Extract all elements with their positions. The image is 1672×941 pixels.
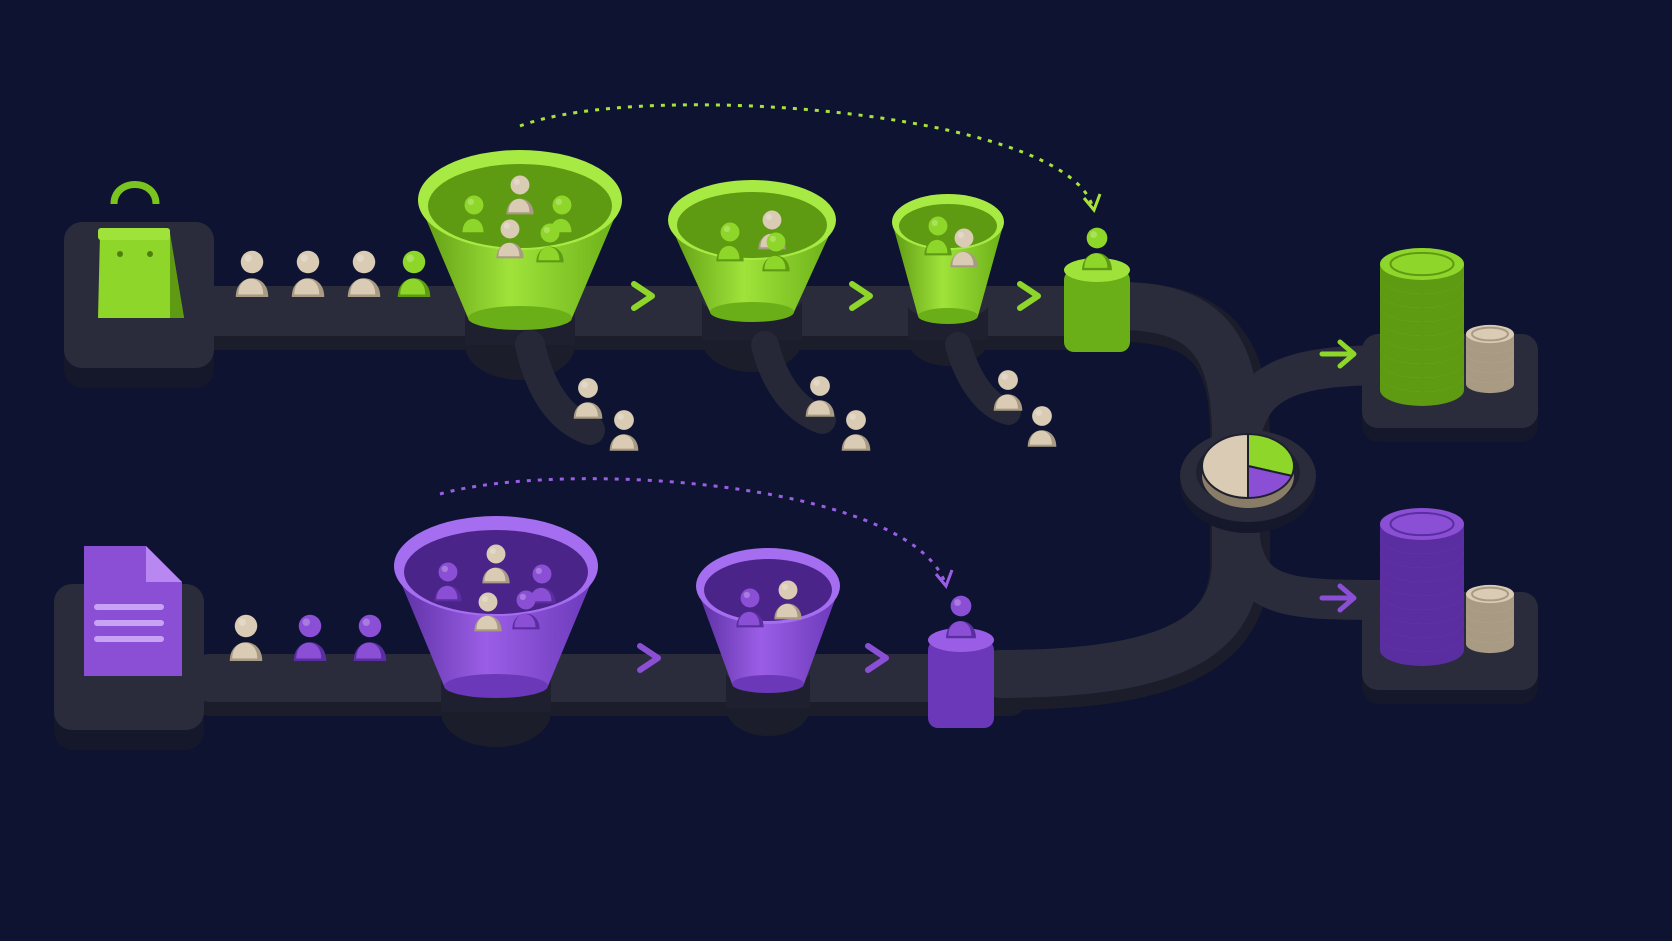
purple-loop-arrowhead xyxy=(934,569,954,589)
chevron-right-icon xyxy=(1017,281,1041,311)
people-layer xyxy=(229,227,1112,661)
green-loop-arrowhead xyxy=(1082,193,1102,213)
person-figure-icon xyxy=(347,250,381,297)
person-figure-icon xyxy=(460,195,488,235)
person-figure-icon xyxy=(397,250,431,297)
person-figure-icon xyxy=(496,219,524,259)
green-dropoff-chute-1 xyxy=(515,330,605,445)
coin-stack-icon xyxy=(1466,324,1514,394)
green-track-top xyxy=(200,286,1130,336)
pie-chart-icon xyxy=(1201,432,1295,508)
chevron-right-icon xyxy=(865,643,889,673)
green-loop-arrow xyxy=(519,103,1094,206)
person-figure-icon xyxy=(946,595,976,639)
person-figure-icon xyxy=(805,376,835,417)
person-figure-icon xyxy=(609,410,639,451)
person-figure-icon xyxy=(573,378,603,419)
person-figure-icon xyxy=(229,614,263,661)
person-figure-icon xyxy=(291,250,325,297)
pie-slice-neutral xyxy=(1201,432,1249,500)
person-figure-icon xyxy=(841,410,871,451)
person-figure-icon xyxy=(1082,227,1112,271)
person-figure-icon xyxy=(434,562,462,602)
purple-merge-curve xyxy=(976,476,1260,698)
chevron-right-icon xyxy=(637,643,661,673)
document-icon xyxy=(84,546,182,676)
shopping-bag-icon xyxy=(98,181,184,318)
person-figure-icon xyxy=(536,223,564,263)
purple-funnel-1 xyxy=(394,516,598,747)
person-figure-icon xyxy=(774,580,802,620)
purple-output-branch xyxy=(1220,520,1410,620)
person-figure-icon xyxy=(716,222,744,262)
green-funnel-1 xyxy=(418,150,622,380)
person-figure-icon xyxy=(993,370,1023,411)
coin-stack-icon xyxy=(1380,508,1464,666)
tracks xyxy=(195,282,1410,716)
person-figure-icon xyxy=(924,216,952,256)
person-figure-icon xyxy=(950,228,978,268)
chevron-right-icon xyxy=(631,281,655,311)
person-figure-icon xyxy=(482,544,510,584)
pie-slice-purple xyxy=(1247,464,1294,500)
arrow-right-icon xyxy=(1319,339,1357,369)
purple-track-top xyxy=(195,654,1025,702)
person-figure-icon xyxy=(235,250,269,297)
person-figure-icon xyxy=(512,590,540,630)
pie-slice-green xyxy=(1247,432,1295,478)
purple-converted-pedestal xyxy=(928,628,994,728)
person-figure-icon xyxy=(474,592,502,632)
person-figure-icon xyxy=(293,614,327,661)
chevron-right-icon xyxy=(849,281,873,311)
person-figure-icon xyxy=(506,175,534,215)
green-converted-pedestal xyxy=(1064,258,1130,352)
purple-funnel-2 xyxy=(696,548,840,736)
green-funnel-2 xyxy=(668,180,836,372)
arrow-right-icon xyxy=(1319,583,1357,613)
coin-stack-icon xyxy=(1380,248,1464,406)
coin-stack-icon xyxy=(1466,584,1514,654)
person-figure-icon xyxy=(762,232,790,272)
green-output-branch xyxy=(1220,345,1410,460)
person-figure-icon xyxy=(736,588,764,628)
person-figure-icon xyxy=(1027,406,1057,447)
person-figure-icon xyxy=(353,614,387,661)
